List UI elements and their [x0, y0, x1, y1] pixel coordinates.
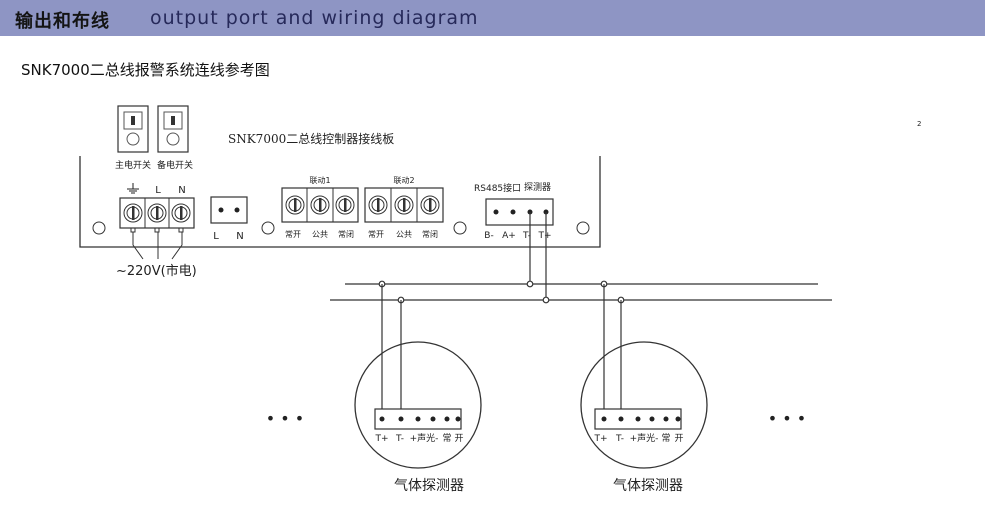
ellipsis-left: • • •	[266, 409, 304, 428]
detector-1-label-nc: 常	[442, 432, 451, 444]
relay-2-label-no: 常开	[368, 230, 384, 239]
small-terminal-label-l: L	[213, 231, 219, 242]
bus-terminal-block	[485, 198, 554, 226]
controller-board-outline	[79, 156, 601, 248]
bus-label-t-minus: T-	[522, 231, 531, 241]
detector-2-label-no: 开	[674, 433, 683, 444]
relay-2-label-nc: 常闭	[422, 230, 438, 239]
board-title: SNK7000二总线控制器接线板	[228, 131, 394, 146]
mains-voltage-label: ~220V(市电)	[116, 263, 197, 279]
mounting-hole	[261, 221, 275, 235]
small-terminal-label-n: N	[236, 231, 243, 242]
detector-housing	[354, 341, 482, 469]
mounting-hole	[453, 221, 467, 235]
detector-1-label-no: 开	[454, 433, 463, 444]
ground-icon	[127, 183, 139, 194]
detector-1-label-alarm: +声光-	[410, 432, 439, 444]
backup-switch-label: 备电开关	[157, 159, 193, 171]
bus-label-t-plus: T+	[537, 231, 551, 241]
detector-2-label-nc: 常	[661, 432, 670, 444]
screw-terminal-icon	[147, 203, 167, 223]
detector-1-label-t-plus: T+	[374, 434, 388, 444]
detector-2-name: 气体探测器	[613, 478, 683, 494]
relay-2-label-com: 公共	[396, 230, 412, 239]
bus-label-a: A+	[502, 231, 516, 241]
gas-detector-2	[580, 284, 708, 469]
main-power-switch[interactable]	[117, 105, 149, 153]
section-title-en: output port and wiring diagram	[150, 7, 479, 29]
relay-1-label-com: 公共	[312, 230, 328, 239]
power-terminal-label-l: L	[155, 185, 161, 196]
detector-2-label-t-minus: T-	[615, 434, 624, 444]
screw-terminal-icon	[368, 195, 388, 215]
bus-label-b: B-	[484, 231, 493, 241]
section-header: 输出和布线 output port and wiring diagram	[0, 0, 985, 36]
detector-bus-label: 探测器	[524, 181, 551, 193]
mains-lead-wires	[132, 232, 183, 260]
screw-terminal-icon	[310, 195, 330, 215]
power-terminal-label-n: N	[178, 185, 185, 196]
mains-terminal-block	[119, 197, 195, 233]
main-switch-label: 主电开关	[115, 159, 151, 171]
detector-housing	[580, 341, 708, 469]
screw-terminal-icon	[420, 195, 440, 215]
rs485-label: RS485接口	[474, 182, 521, 194]
bus-junction	[526, 280, 534, 288]
bus-junction	[542, 296, 550, 304]
relay-group-2-title: 联动2	[393, 175, 414, 185]
detector-2-label-t-plus: T+	[593, 434, 607, 444]
relay-2-terminal-block	[364, 187, 444, 223]
relay-1-label-no: 常开	[285, 230, 301, 239]
detector-1-label-t-minus: T-	[395, 434, 404, 444]
relay-1-terminal-block	[281, 187, 359, 223]
relay-group-1-title: 联动1	[309, 175, 330, 185]
gas-detector-1	[354, 284, 482, 469]
ellipsis-right: • • •	[768, 409, 806, 428]
detector-2-label-alarm: +声光-	[630, 432, 659, 444]
page-marker: 2	[917, 120, 921, 128]
screw-terminal-icon	[285, 195, 305, 215]
screw-terminal-icon	[123, 203, 143, 223]
relay-1-label-nc: 常闭	[338, 230, 354, 239]
detector-1-name: 气体探测器	[394, 478, 464, 494]
screw-terminal-icon	[394, 195, 414, 215]
screw-terminal-icon	[335, 195, 355, 215]
section-title-cn: 输出和布线	[15, 11, 110, 32]
screw-terminal-icon	[171, 203, 191, 223]
mounting-hole	[92, 221, 106, 235]
diagram-subtitle: SNK7000二总线报警系统连线参考图	[21, 61, 270, 79]
small-ln-terminal	[210, 196, 248, 224]
backup-power-switch[interactable]	[157, 105, 189, 153]
mounting-hole	[576, 221, 590, 235]
